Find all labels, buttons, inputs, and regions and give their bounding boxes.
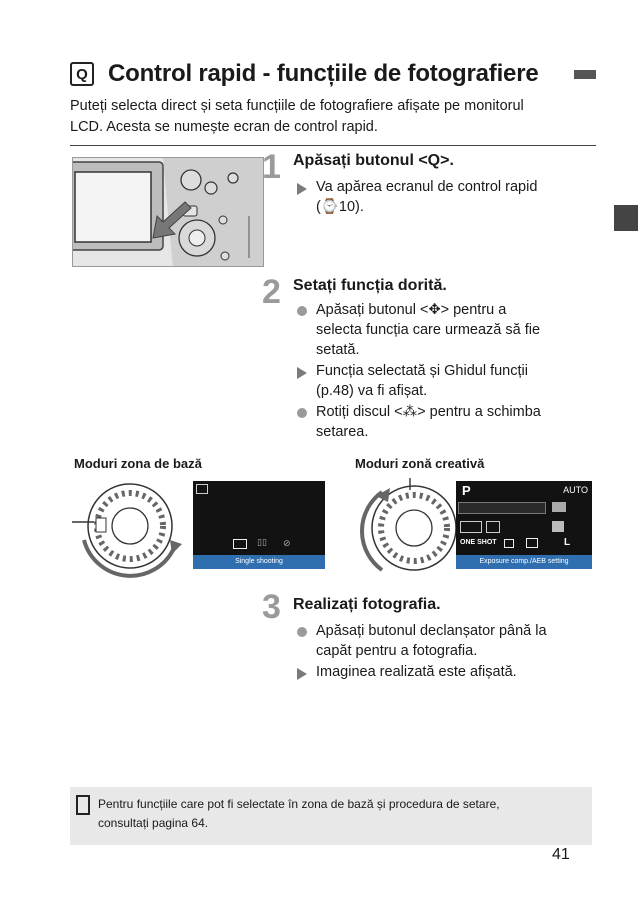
drive-mode-icon [504, 539, 514, 548]
dot-bullet-icon [297, 627, 307, 637]
q-symbol: Q [76, 65, 88, 83]
step-1-heading: Apăsați butonul <Q>. [293, 152, 454, 169]
text-line: selecta funcția care urmează să fie [316, 322, 541, 338]
auto-lighting-icon [552, 521, 564, 532]
step-3-heading: Realizați fotografia. [293, 596, 441, 613]
creative-zone-label: Moduri zonă creativă [355, 456, 485, 471]
text-line: setarea. [316, 424, 369, 440]
text-line: Va apărea ecranul de control rapid [316, 179, 538, 195]
note-box: Pentru funcțiile care pot fi selectate î… [70, 787, 592, 845]
text-line: Apăsați butonul <✥> pentru a [316, 302, 507, 318]
step-2-item-2: Funcția selectată și Ghidul funcții (p.4… [316, 361, 596, 401]
section-header: Q Control rapid - funcțiile de fotografi… [70, 58, 596, 90]
text-line: Apăsați butonul declanșator până la [316, 623, 547, 639]
text-line: (p.48) va fi afișat. [316, 383, 428, 399]
exposure-scale [458, 502, 546, 514]
image-quality-indicator: L [564, 537, 571, 548]
step-2-number: 2 [262, 273, 281, 311]
intro-paragraph: Puteți selecta direct și seta funcțiile … [70, 96, 596, 138]
step-1-item-1: Va apărea ecranul de control rapid (⌚10)… [316, 177, 596, 217]
white-balance-icon [486, 521, 500, 533]
step-2-item-3: Rotiți discul <⁂> pentru a schimba setar… [316, 402, 596, 442]
af-mode-indicator: ONE SHOT [460, 539, 497, 546]
flash-comp-icon [552, 502, 566, 512]
basic-zone-mode-dial [72, 483, 182, 578]
step-3-item-1: Apăsați butonul declanșator până la capă… [316, 621, 596, 661]
section-marker [574, 70, 596, 79]
basic-zone-lcd-screen: ▯▯ ⊘ Single shooting [193, 481, 325, 569]
camera-back-illustration [73, 158, 263, 266]
note-icon [76, 795, 90, 815]
arrow-bullet-icon [297, 183, 307, 195]
text-line: capăt pentru a fotografia. [316, 643, 478, 659]
intro-line-1: Puteți selecta direct și seta funcțiile … [70, 98, 524, 114]
step-2-item-1: Apăsați butonul <✥> pentru a selecta fun… [316, 300, 596, 360]
step-3-number: 3 [262, 588, 281, 626]
text-line: setată. [316, 342, 360, 358]
drive-burst-icon: ▯▯ [257, 538, 267, 548]
camera-back-photo [72, 157, 264, 267]
creative-zone-lcd-screen: P AUTO ONE SHOT L Exposure comp./AEB set… [456, 481, 592, 569]
drive-single-icon [233, 539, 247, 549]
lcd-function-caption: Single shooting [193, 555, 325, 569]
mode-icon [196, 484, 208, 494]
q-button-icon: Q [70, 62, 94, 86]
page-number: 41 [552, 846, 570, 863]
dot-bullet-icon [297, 306, 307, 316]
step-2-heading: Setați funcția dorită. [293, 277, 447, 294]
text-line: Rotiți discul <⁂> pentru a schimba [316, 404, 541, 420]
note-line-2: consultați pagina 64. [98, 816, 209, 830]
note-line-1: Pentru funcțiile care pot fi selectate î… [98, 797, 500, 811]
iso-indicator: AUTO [563, 485, 588, 495]
text-line: Imaginea realizată este afișată. [316, 664, 517, 680]
arrow-bullet-icon [297, 367, 307, 379]
step-1-number: 1 [262, 148, 281, 186]
creative-zone-mode-dial [359, 478, 457, 572]
divider [70, 145, 596, 146]
page-title: Control rapid - funcțiile de fotografier… [108, 60, 539, 87]
step-3-item-2: Imaginea realizată este afișată. [316, 662, 596, 682]
metering-icon [526, 538, 538, 548]
basic-zone-label: Moduri zona de bază [74, 456, 202, 471]
note-text: Pentru funcțiile care pot fi selectate î… [98, 795, 588, 833]
chapter-tab [614, 205, 638, 231]
drive-timer-icon: ⊘ [283, 538, 291, 548]
text-line: (⌚10). [316, 199, 364, 215]
picture-style-icon [460, 521, 482, 533]
shooting-mode-indicator: P [462, 483, 471, 498]
dot-bullet-icon [297, 408, 307, 418]
text-line: Funcția selectată și Ghidul funcții [316, 363, 528, 379]
arrow-bullet-icon [297, 668, 307, 680]
intro-line-2: LCD. Acesta se numește ecran de control … [70, 119, 378, 135]
lcd-function-caption: Exposure comp./AEB setting [456, 555, 592, 569]
